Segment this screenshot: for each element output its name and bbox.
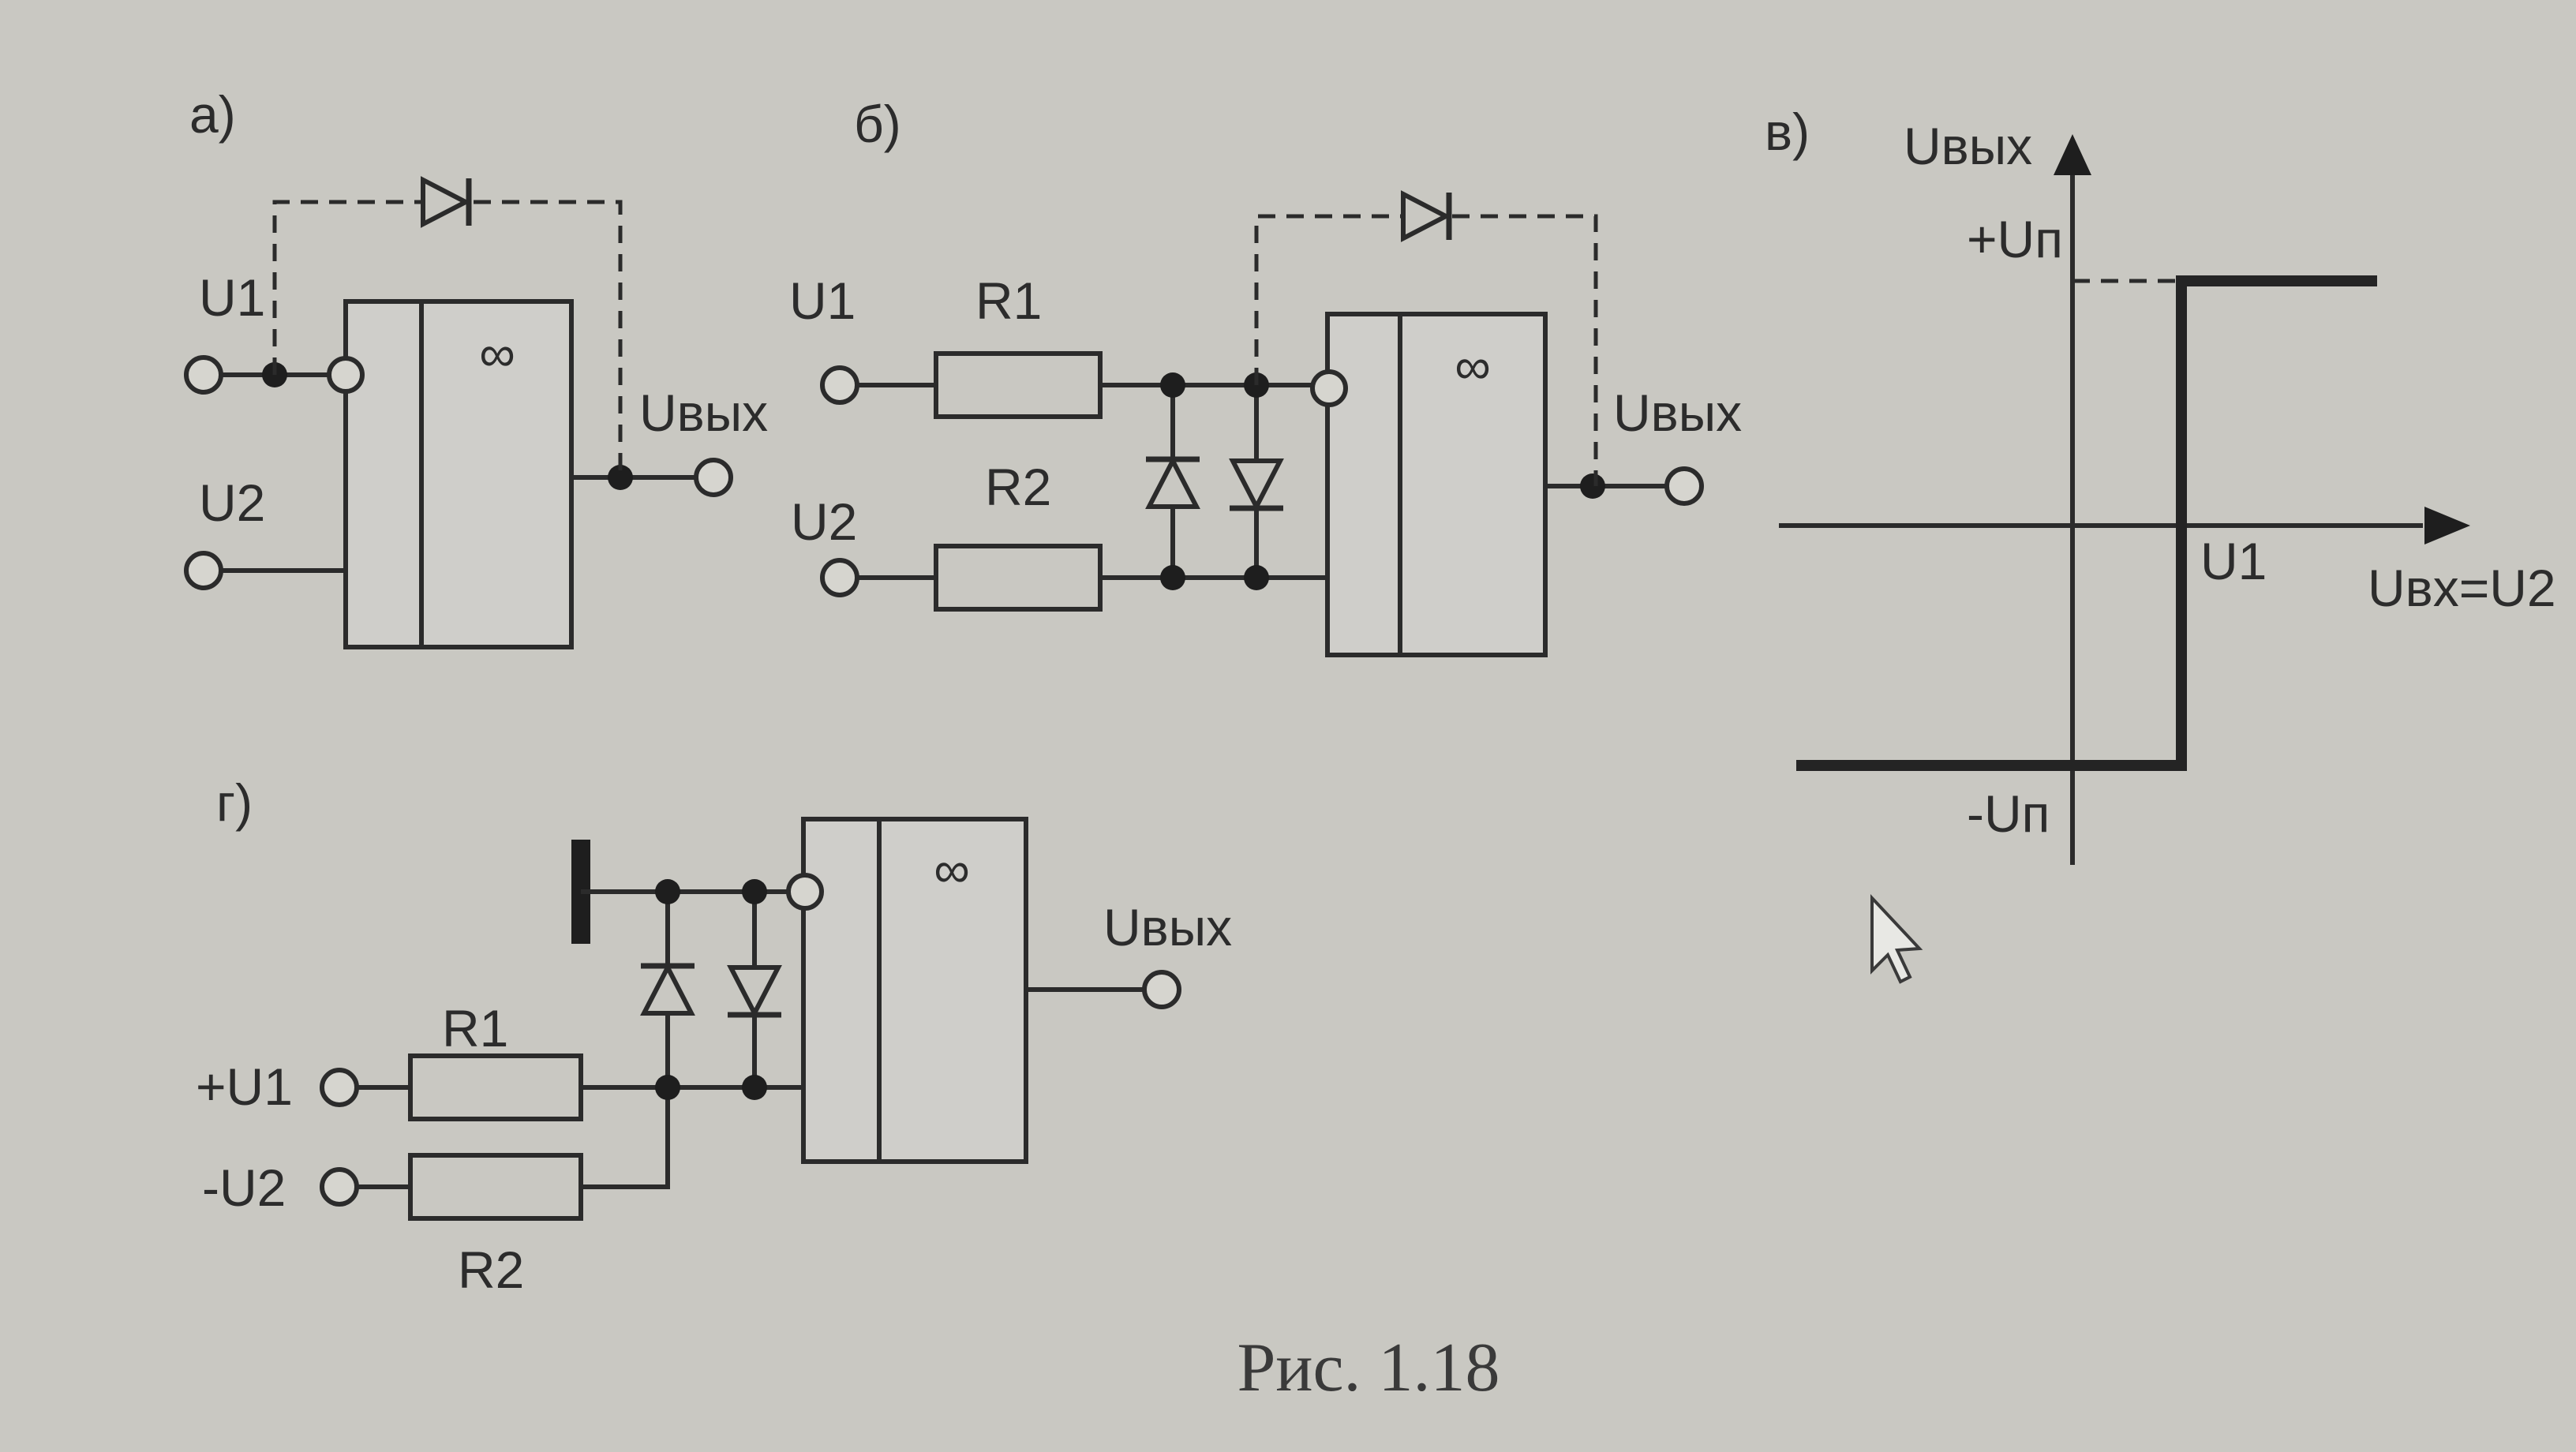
panel-b-resistor-r2 xyxy=(934,544,1103,612)
panel-b-comparator: ∞ xyxy=(1325,312,1548,657)
panel-g-label-u1: +U1 xyxy=(196,1057,293,1116)
panel-g-label-out: Uвых xyxy=(1103,898,1232,956)
panel-g-input-u1: +U1 R1 xyxy=(196,999,803,1121)
panel-b-terminal-u1 xyxy=(820,365,859,405)
panel-a-input-u2: U2 xyxy=(184,473,346,590)
panel-b-label-u2: U2 xyxy=(791,492,857,551)
panel-g-infinity-symbol: ∞ xyxy=(934,841,970,898)
panel-g-letter: г) xyxy=(216,773,253,832)
panel-b-infinity-symbol: ∞ xyxy=(1455,338,1491,395)
panel-b-inversion-bubble xyxy=(1310,369,1348,407)
panel-a: а) ∞ U1 U2 Uвых xyxy=(184,85,768,649)
panel-v-threshold-label: U1 xyxy=(2200,532,2267,590)
panel-a-label-u1: U1 xyxy=(199,268,265,327)
panel-a-label-out: Uвых xyxy=(639,384,768,442)
panel-a-junction-out xyxy=(608,465,633,490)
panel-b-input-u2: U2 R2 xyxy=(791,458,1327,612)
panel-b-junction-out xyxy=(1580,473,1605,499)
panel-b-terminal-out xyxy=(1664,466,1704,506)
panel-g-label-u2: -U2 xyxy=(202,1158,286,1217)
panel-b-feedback-diode xyxy=(1254,190,1598,486)
panel-b-output: Uвых xyxy=(1545,384,1742,506)
panel-g-input-u2: -U2 R2 xyxy=(202,1087,670,1299)
x-axis-arrow xyxy=(2424,507,2470,544)
panel-a-output: Uвых xyxy=(571,384,768,497)
panel-v-y-axis-label: Uвых xyxy=(1904,117,2032,175)
panel-b: б) ∞ U1 R1 U2 R2 xyxy=(789,95,1742,657)
panel-a-inversion-bubble xyxy=(327,356,365,394)
figure-caption: Рис. 1.18 xyxy=(1237,1330,1500,1406)
panel-g: г) ∞ +U1 R1 -U2 R2 xyxy=(196,773,1232,1299)
panel-v-pos-level: +Uп xyxy=(1967,210,2063,268)
panel-a-terminal-u2 xyxy=(184,551,223,590)
panel-a-comparator: ∞ xyxy=(343,299,574,649)
panel-v-axes: Uвых Uвх=U2 xyxy=(1779,117,2556,865)
panel-v: в) Uвых Uвх=U2 +Uп -Uп U1 xyxy=(1765,103,2556,984)
panel-b-input-u1: U1 R1 xyxy=(789,271,1348,419)
panel-a-terminal-out xyxy=(694,458,733,497)
panel-g-label-r2: R2 xyxy=(458,1241,524,1299)
panel-g-resistor-r2 xyxy=(408,1153,583,1221)
panel-b-terminal-u2 xyxy=(820,558,859,597)
panel-a-letter: а) xyxy=(189,85,236,144)
y-axis-arrow xyxy=(2054,134,2091,175)
panel-g-clamp-diodes xyxy=(640,879,782,1100)
panel-g-output: Uвых xyxy=(1026,898,1232,1009)
panel-v-letter: в) xyxy=(1765,103,1810,161)
panel-b-resistor-r1 xyxy=(934,351,1103,419)
panel-v-neg-level: -Uп xyxy=(1967,784,2050,843)
panel-a-label-u2: U2 xyxy=(199,473,265,532)
panel-v-transfer-curve xyxy=(1796,275,2377,771)
panel-g-terminal-u2 xyxy=(320,1167,359,1207)
panel-g-label-r1: R1 xyxy=(442,999,508,1057)
panel-a-terminal-u1 xyxy=(184,355,223,395)
panel-g-resistor-r1 xyxy=(408,1053,583,1121)
panel-b-label-r1: R1 xyxy=(975,271,1042,330)
panel-g-ground xyxy=(571,840,824,944)
panel-a-feedback-diode xyxy=(272,176,623,477)
panel-g-terminal-out xyxy=(1142,970,1181,1009)
panel-v-x-axis-label: Uвх=U2 xyxy=(2368,559,2556,617)
mouse-cursor-icon xyxy=(1870,893,1923,984)
panel-b-label-r2: R2 xyxy=(985,458,1051,516)
panel-a-infinity-symbol: ∞ xyxy=(479,325,515,382)
panel-b-letter: б) xyxy=(854,95,901,153)
panel-g-comparator: ∞ xyxy=(801,817,1028,1164)
panel-b-label-u1: U1 xyxy=(789,271,856,330)
panel-b-label-out: Uвых xyxy=(1613,384,1742,442)
panel-g-inversion-bubble xyxy=(786,873,824,911)
panel-g-terminal-u1 xyxy=(320,1068,359,1107)
panel-b-clamp-diodes xyxy=(1145,372,1284,590)
